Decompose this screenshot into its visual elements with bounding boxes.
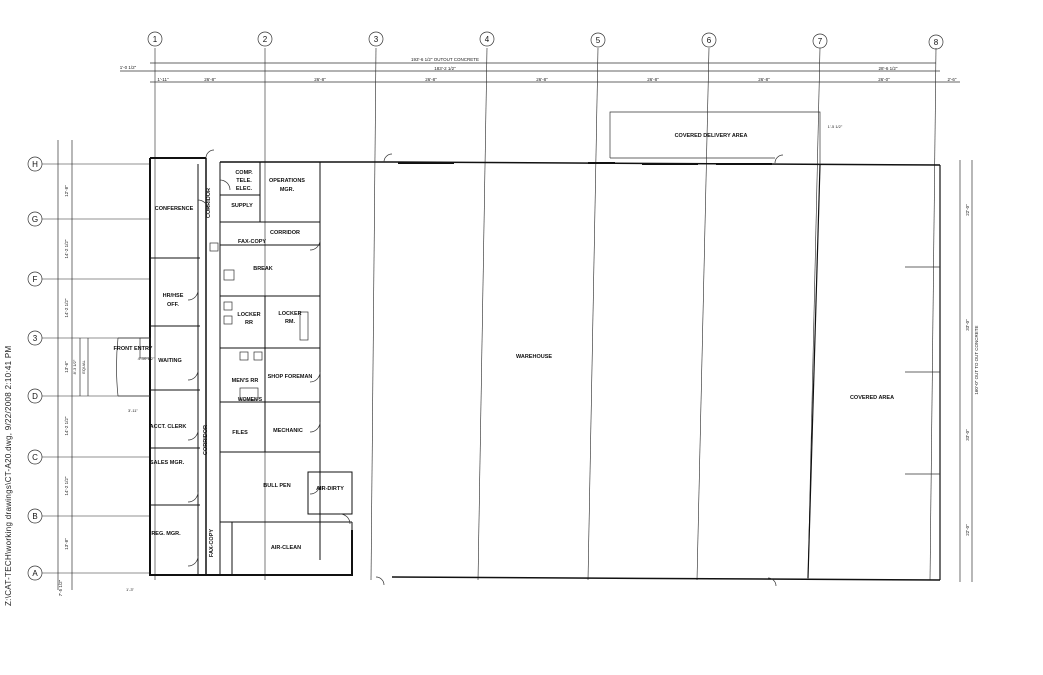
overall-dim: 1'-0 1/2" (120, 65, 137, 70)
col-bubble: 7 (818, 37, 823, 46)
room-label-corridor: CORRIDOR (206, 188, 212, 218)
bay-dim: 26'-8" (758, 77, 770, 82)
bay-dim: 26'-0" (878, 77, 890, 82)
room-label-hr: OFF. (167, 302, 179, 308)
row-bubble: D (32, 392, 38, 401)
entry-dim: 8'-3 1/2" (72, 359, 77, 374)
entry-dim: 1'-3" (126, 587, 135, 592)
col-bubble: 8 (934, 38, 939, 47)
room-label-womens: WOMEN'S (238, 397, 263, 403)
col-bubble: 5 (596, 36, 601, 45)
bay-dim: 1'-11" (157, 77, 169, 82)
room-label-waiting: WAITING (158, 358, 182, 364)
room-label-acct-clerk: ACCT. CLERK (150, 424, 187, 430)
canopy-dim: 1'-5 1/2" (828, 124, 843, 129)
col-bubble: 6 (707, 36, 712, 45)
room-label-fax-copy: FAX-COPY (238, 239, 266, 245)
room-label-mens-rr: MEN'S RR (232, 378, 259, 384)
covered-area-marks (905, 266, 940, 475)
right-dim: 33'-0" (965, 429, 970, 441)
bay-dim: 26'-8" (204, 77, 216, 82)
right-dim: 22'-0" (965, 204, 970, 216)
col-bubble: 4 (485, 35, 490, 44)
office-partitions (116, 162, 353, 575)
room-label-locker-rm: LOCKER (278, 311, 301, 317)
room-label-files: FILES (232, 430, 248, 436)
room-label-front-entry: FRONT ENTRY (114, 346, 153, 352)
left-dim: 14'-2 1/2" (64, 416, 69, 435)
room-labels: CONFERENCE CORRIDOR COMP. TELE. ELEC. SU… (114, 133, 895, 557)
entry-dimensions: 8'-3 1/2" EQUAL 4'-10 1/2" 3'-11" 1'-3" … (72, 124, 843, 592)
room-label-mechanic: MECHANIC (273, 428, 303, 434)
left-dim: 13'-8" (64, 538, 69, 550)
bay-dim: 26'-8" (425, 77, 437, 82)
right-overall-dim: 160'-0" OUT TO OUT CONCRETE (974, 325, 979, 394)
row-bubble: F (33, 275, 38, 284)
col-bubble: 2 (263, 35, 268, 44)
left-dim: 7'-5 1/2" (58, 579, 63, 596)
room-label-shop-foreman: SHOP FOREMAN (268, 374, 313, 380)
row-bubble: A (32, 569, 38, 578)
grid-column-lines (154, 47, 937, 581)
bay-dim: 2'-6" (948, 77, 957, 82)
room-label-warehouse: WAREHOUSE (516, 354, 552, 360)
col-bubble: 3 (374, 35, 379, 44)
col-bubble: 1 (153, 35, 158, 44)
row-bubble: H (32, 160, 38, 169)
row-bubble: C (32, 453, 38, 462)
top-dimensions: 193'-6 1/2" OUTOUT CONCRETE 183'-2 1/2" … (120, 57, 960, 83)
left-dim: 14'-2 1/2" (64, 239, 69, 258)
overall-dim: 28'-6 1/2" (879, 66, 898, 71)
room-label-comp: ELEC. (236, 186, 253, 192)
room-label-corridor: CORRIDOR (203, 425, 209, 455)
file-path-stamp: Z:\CAT-TECH\working drawings\CT-A20.dwg,… (4, 345, 13, 606)
left-dim: 12'-8" (64, 185, 69, 197)
left-dimensions: 12'-8" 14'-2 1/2" 14'-2 1/2" 13'-6" 14'-… (57, 140, 73, 596)
entry-dim: EQUAL (81, 359, 86, 373)
bay-dim: 26'-8" (536, 77, 548, 82)
row-bubble: 3 (33, 334, 38, 343)
room-label-locker-rr: RR (245, 320, 253, 326)
room-label-operations: OPERATIONS (269, 178, 305, 184)
row-bubble: B (32, 512, 37, 521)
room-label-corridor: CORRIDOR (270, 230, 300, 236)
left-dim: 14'-2 1/2" (64, 298, 69, 317)
room-label-fax-copy: FAX-COPY (209, 529, 215, 557)
bay-dim: 26'-8" (647, 77, 659, 82)
room-label-locker-rr: LOCKER (237, 312, 260, 318)
room-label-sales-mgr: SALES MGR. (150, 460, 185, 466)
overall-dim: 193'-6 1/2" OUTOUT CONCRETE (411, 57, 479, 62)
room-label-covered-area: COVERED AREA (850, 395, 894, 401)
room-label-locker-rm: RM. (285, 319, 296, 325)
room-label-conference: CONFERENCE (155, 206, 194, 212)
grid-row-bubbles: H G F 3 D C B A (27, 156, 150, 581)
room-label-comp: TELE. (236, 178, 252, 184)
room-label-operations: MGR. (280, 187, 295, 193)
room-label-reg-mgr: REG. MGR. (151, 531, 181, 537)
right-dimensions: 22'-0" 33'-0" 33'-0" 22'-0" 160'-0" OUT … (959, 160, 979, 582)
room-label-break: BREAK (253, 266, 273, 272)
room-label-covered-delivery: COVERED DELIVERY AREA (675, 133, 748, 139)
row-bubble: G (32, 215, 38, 224)
left-dim: 14'-2 1/2" (64, 476, 69, 495)
right-dim: 33'-0" (965, 319, 970, 331)
room-label-supply: SUPPLY (231, 203, 253, 209)
right-dim: 22'-0" (965, 524, 970, 536)
bay-dim: 26'-8" (314, 77, 326, 82)
entry-dim: 4'-10 1/2" (138, 356, 155, 361)
room-label-hr: HR/HSE (163, 293, 184, 299)
room-label-bull-pen: BULL PEN (263, 483, 290, 489)
left-dim: 13'-6" (64, 361, 69, 373)
room-label-air-clean: AIR-CLEAN (271, 545, 301, 551)
overall-dim: 183'-2 1/2" (434, 66, 456, 71)
grid-column-bubbles: 1 2 3 4 5 6 7 8 (147, 31, 944, 50)
bay-doors (205, 149, 784, 587)
entry-dim: 3'-11" (128, 408, 138, 413)
room-label-air-dirty: AIR-DIRTY (316, 486, 344, 492)
room-label-comp: COMP. (235, 170, 253, 176)
